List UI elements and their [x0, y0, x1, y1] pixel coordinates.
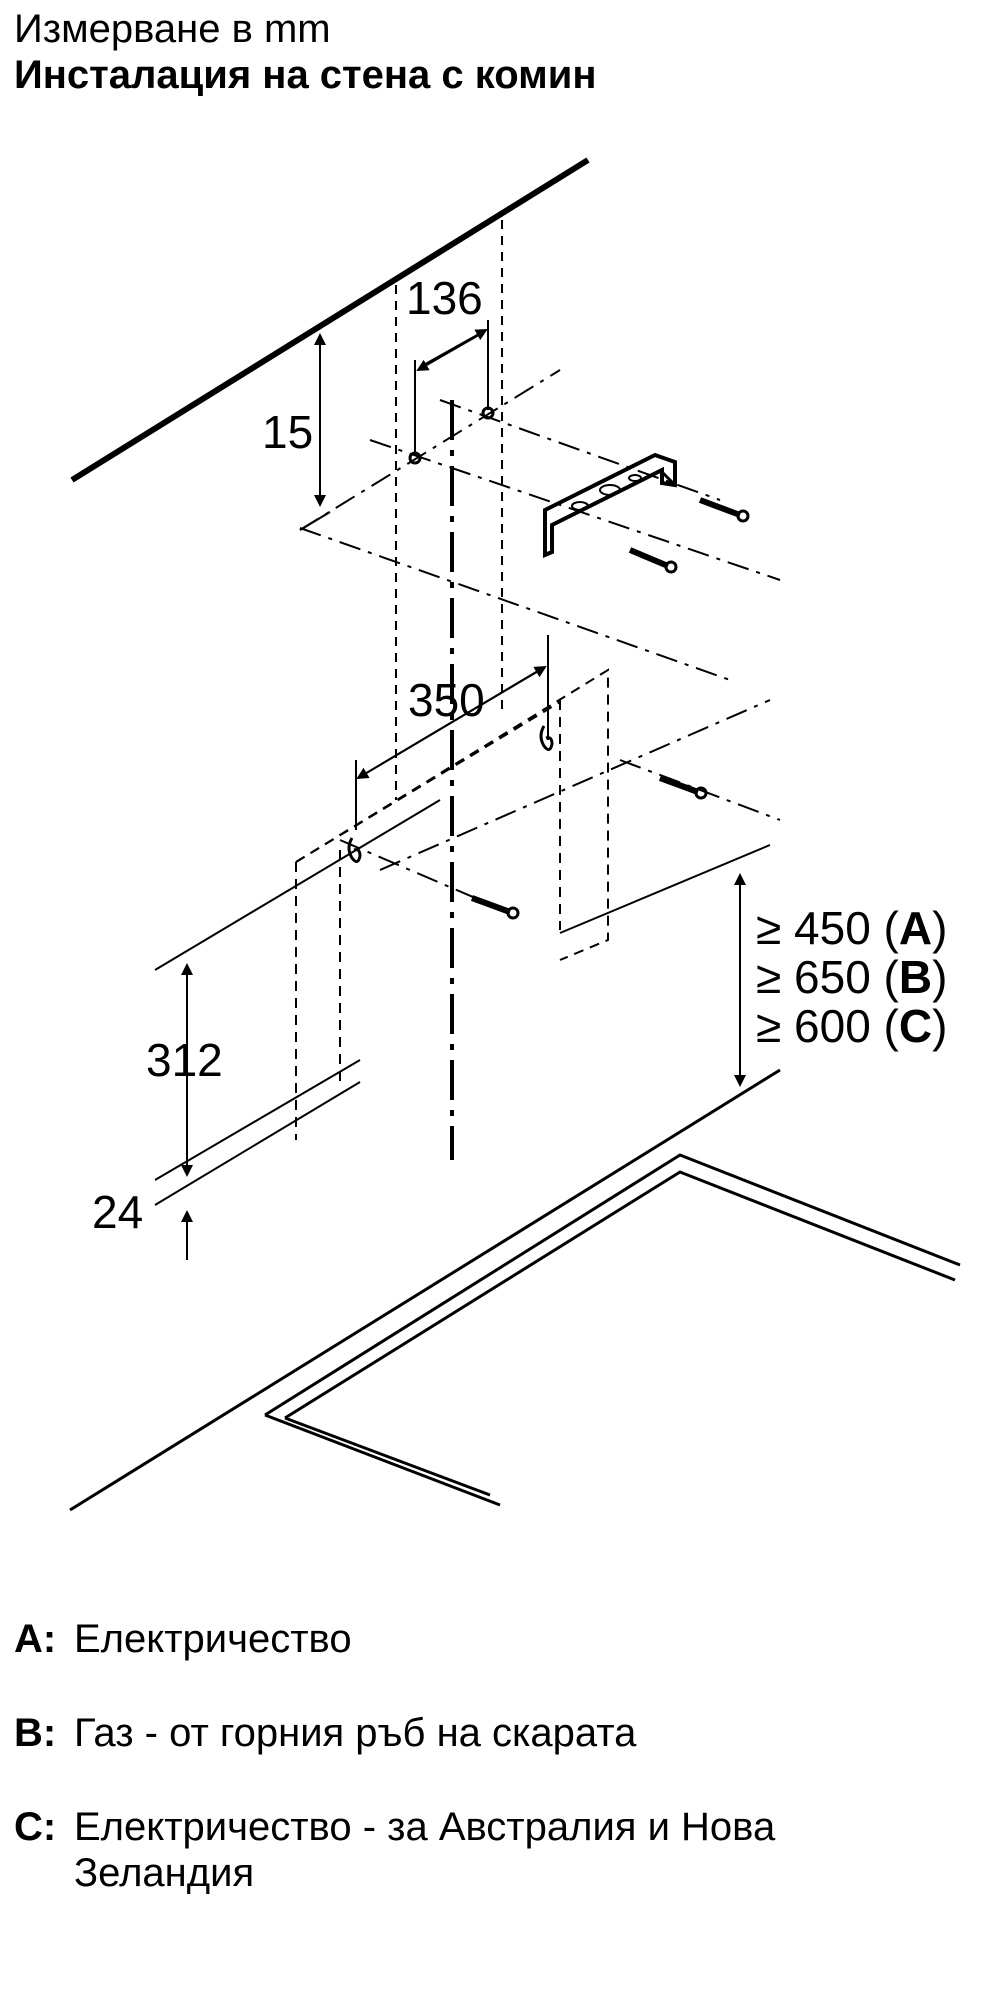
legend-key: B: [14, 1711, 57, 1755]
requirement-c-label: ≥ 600 (C) [756, 1000, 947, 1052]
dimension-24-label: 24 [92, 1186, 143, 1238]
screws [470, 497, 750, 920]
wall-bracket [543, 452, 677, 559]
requirement-b-label: ≥ 650 (B) [756, 951, 947, 1003]
legend-key: C: [14, 1805, 57, 1849]
dimension-15-label: 15 [262, 406, 313, 458]
hooks [347, 725, 554, 863]
legend-item-c: C: Електричество - за Австралия и Нова Зе… [14, 1804, 934, 1896]
diagram-header: Измерване в mm Инсталация на стена с ком… [14, 6, 597, 98]
dimension-136-label: 136 [406, 272, 483, 324]
dimension-lines [181, 320, 746, 1260]
hood-outline [295, 668, 609, 1140]
legend-key: A: [14, 1617, 57, 1661]
requirement-a-label: ≥ 450 (A) [756, 902, 947, 954]
legend-item-b: B: Газ - от горния ръб на скарата [14, 1710, 954, 1756]
measurement-unit-note: Измерване в mm [14, 7, 331, 51]
legend-item-a: A: Електричество [14, 1616, 954, 1662]
legend-text: Газ - от горния ръб на скарата [74, 1711, 637, 1755]
dimension-350-label: 350 [408, 674, 485, 726]
ceiling-line [70, 157, 590, 483]
legend-text: Електричество - за Австралия и Нова Зела… [74, 1805, 776, 1895]
hood-lower-edge [154, 799, 771, 1206]
dimension-312-label: 312 [146, 1034, 223, 1086]
cooktop [69, 1068, 961, 1512]
diagram-title: Инсталация на стена с комин [14, 53, 597, 97]
vertical-dashed-guides [395, 220, 503, 800]
installation-diagram: 136 15 350 312 24 ≥ 450 (A) ≥ 650 (B) ≥ … [69, 157, 961, 1512]
legend-text: Електричество [74, 1617, 352, 1661]
mounting-axis-lines [299, 369, 781, 901]
